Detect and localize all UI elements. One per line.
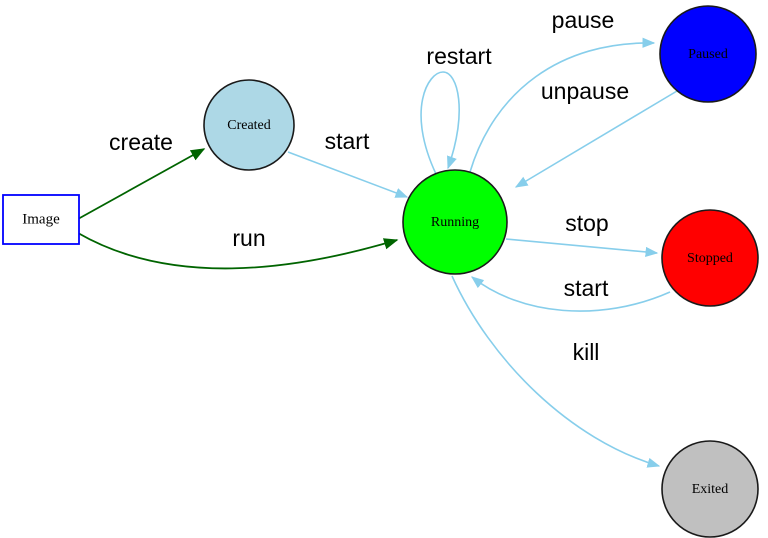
node-created-shape xyxy=(203,79,295,171)
edge-label-pause: pause xyxy=(552,7,615,33)
edge-restart-path xyxy=(420,71,460,175)
edge-pause-path xyxy=(469,37,656,173)
edge-restart-selfloop[interactable] xyxy=(420,71,460,175)
node-exited[interactable]: Exited xyxy=(661,440,759,538)
node-paused[interactable]: Paused xyxy=(659,5,757,103)
edge-pause[interactable] xyxy=(469,37,656,173)
edge-label-stop: stop xyxy=(565,210,608,236)
edge-kill-path xyxy=(451,275,661,468)
edge-start-created-running[interactable] xyxy=(287,151,409,198)
edge-label-start-created-running: start xyxy=(325,128,370,154)
node-stopped-shape xyxy=(661,209,759,307)
node-layer: Image Created Running Paused Stopped Exi xyxy=(2,5,759,538)
edge-label-kill: kill xyxy=(573,339,600,365)
edge-label-restart: restart xyxy=(426,43,492,69)
edge-layer xyxy=(77,37,678,468)
edge-label-create: create xyxy=(109,129,173,155)
node-running[interactable]: Running xyxy=(402,169,508,275)
edge-start2-path xyxy=(470,276,671,312)
edge-label-layer: create run start restart pause unpause s… xyxy=(109,7,629,365)
node-running-shape xyxy=(402,169,508,275)
edge-label-start-stopped-running: start xyxy=(564,275,609,301)
edge-create[interactable] xyxy=(77,148,206,220)
node-created[interactable]: Created xyxy=(203,79,295,171)
edge-run-path xyxy=(77,232,399,270)
node-image[interactable]: Image xyxy=(2,194,80,245)
edge-start-stopped-running[interactable] xyxy=(470,276,671,312)
edge-start1-path xyxy=(287,151,409,198)
edge-unpause-path xyxy=(514,90,678,188)
edge-label-run: run xyxy=(232,225,265,251)
edge-label-unpause: unpause xyxy=(541,78,629,104)
node-stopped[interactable]: Stopped xyxy=(661,209,759,307)
node-paused-shape xyxy=(659,5,757,103)
edge-run[interactable] xyxy=(77,232,399,270)
node-exited-shape xyxy=(661,440,759,538)
node-image-shape xyxy=(2,194,80,245)
edge-stop[interactable] xyxy=(505,238,659,258)
edge-kill[interactable] xyxy=(451,275,661,468)
edge-unpause[interactable] xyxy=(514,90,678,188)
edge-stop-path xyxy=(505,238,659,258)
edge-create-path xyxy=(77,148,206,220)
